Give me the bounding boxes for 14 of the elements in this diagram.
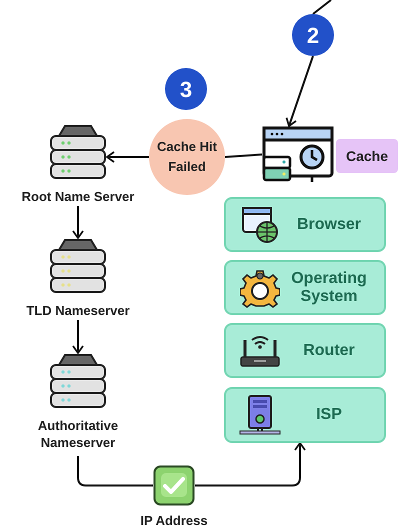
server-label: TLD Nameserver — [25, 302, 131, 319]
cache-layer-card: ISP — [224, 387, 386, 443]
arrow — [72, 206, 84, 239]
arrow — [72, 320, 84, 354]
arrow — [195, 442, 306, 486]
arrow — [286, 56, 314, 127]
cache-layer-card: Operating System — [224, 260, 386, 315]
result-label: IP Address — [139, 512, 209, 530]
cache-layer-card: Browser — [224, 197, 386, 252]
cache-tag: Cache — [336, 139, 398, 173]
server-label: Root Name Server — [20, 188, 136, 205]
cache-layer-card: Router — [224, 323, 386, 378]
server-label: Authoritative Nameserver — [36, 417, 120, 451]
arrow — [106, 151, 149, 163]
